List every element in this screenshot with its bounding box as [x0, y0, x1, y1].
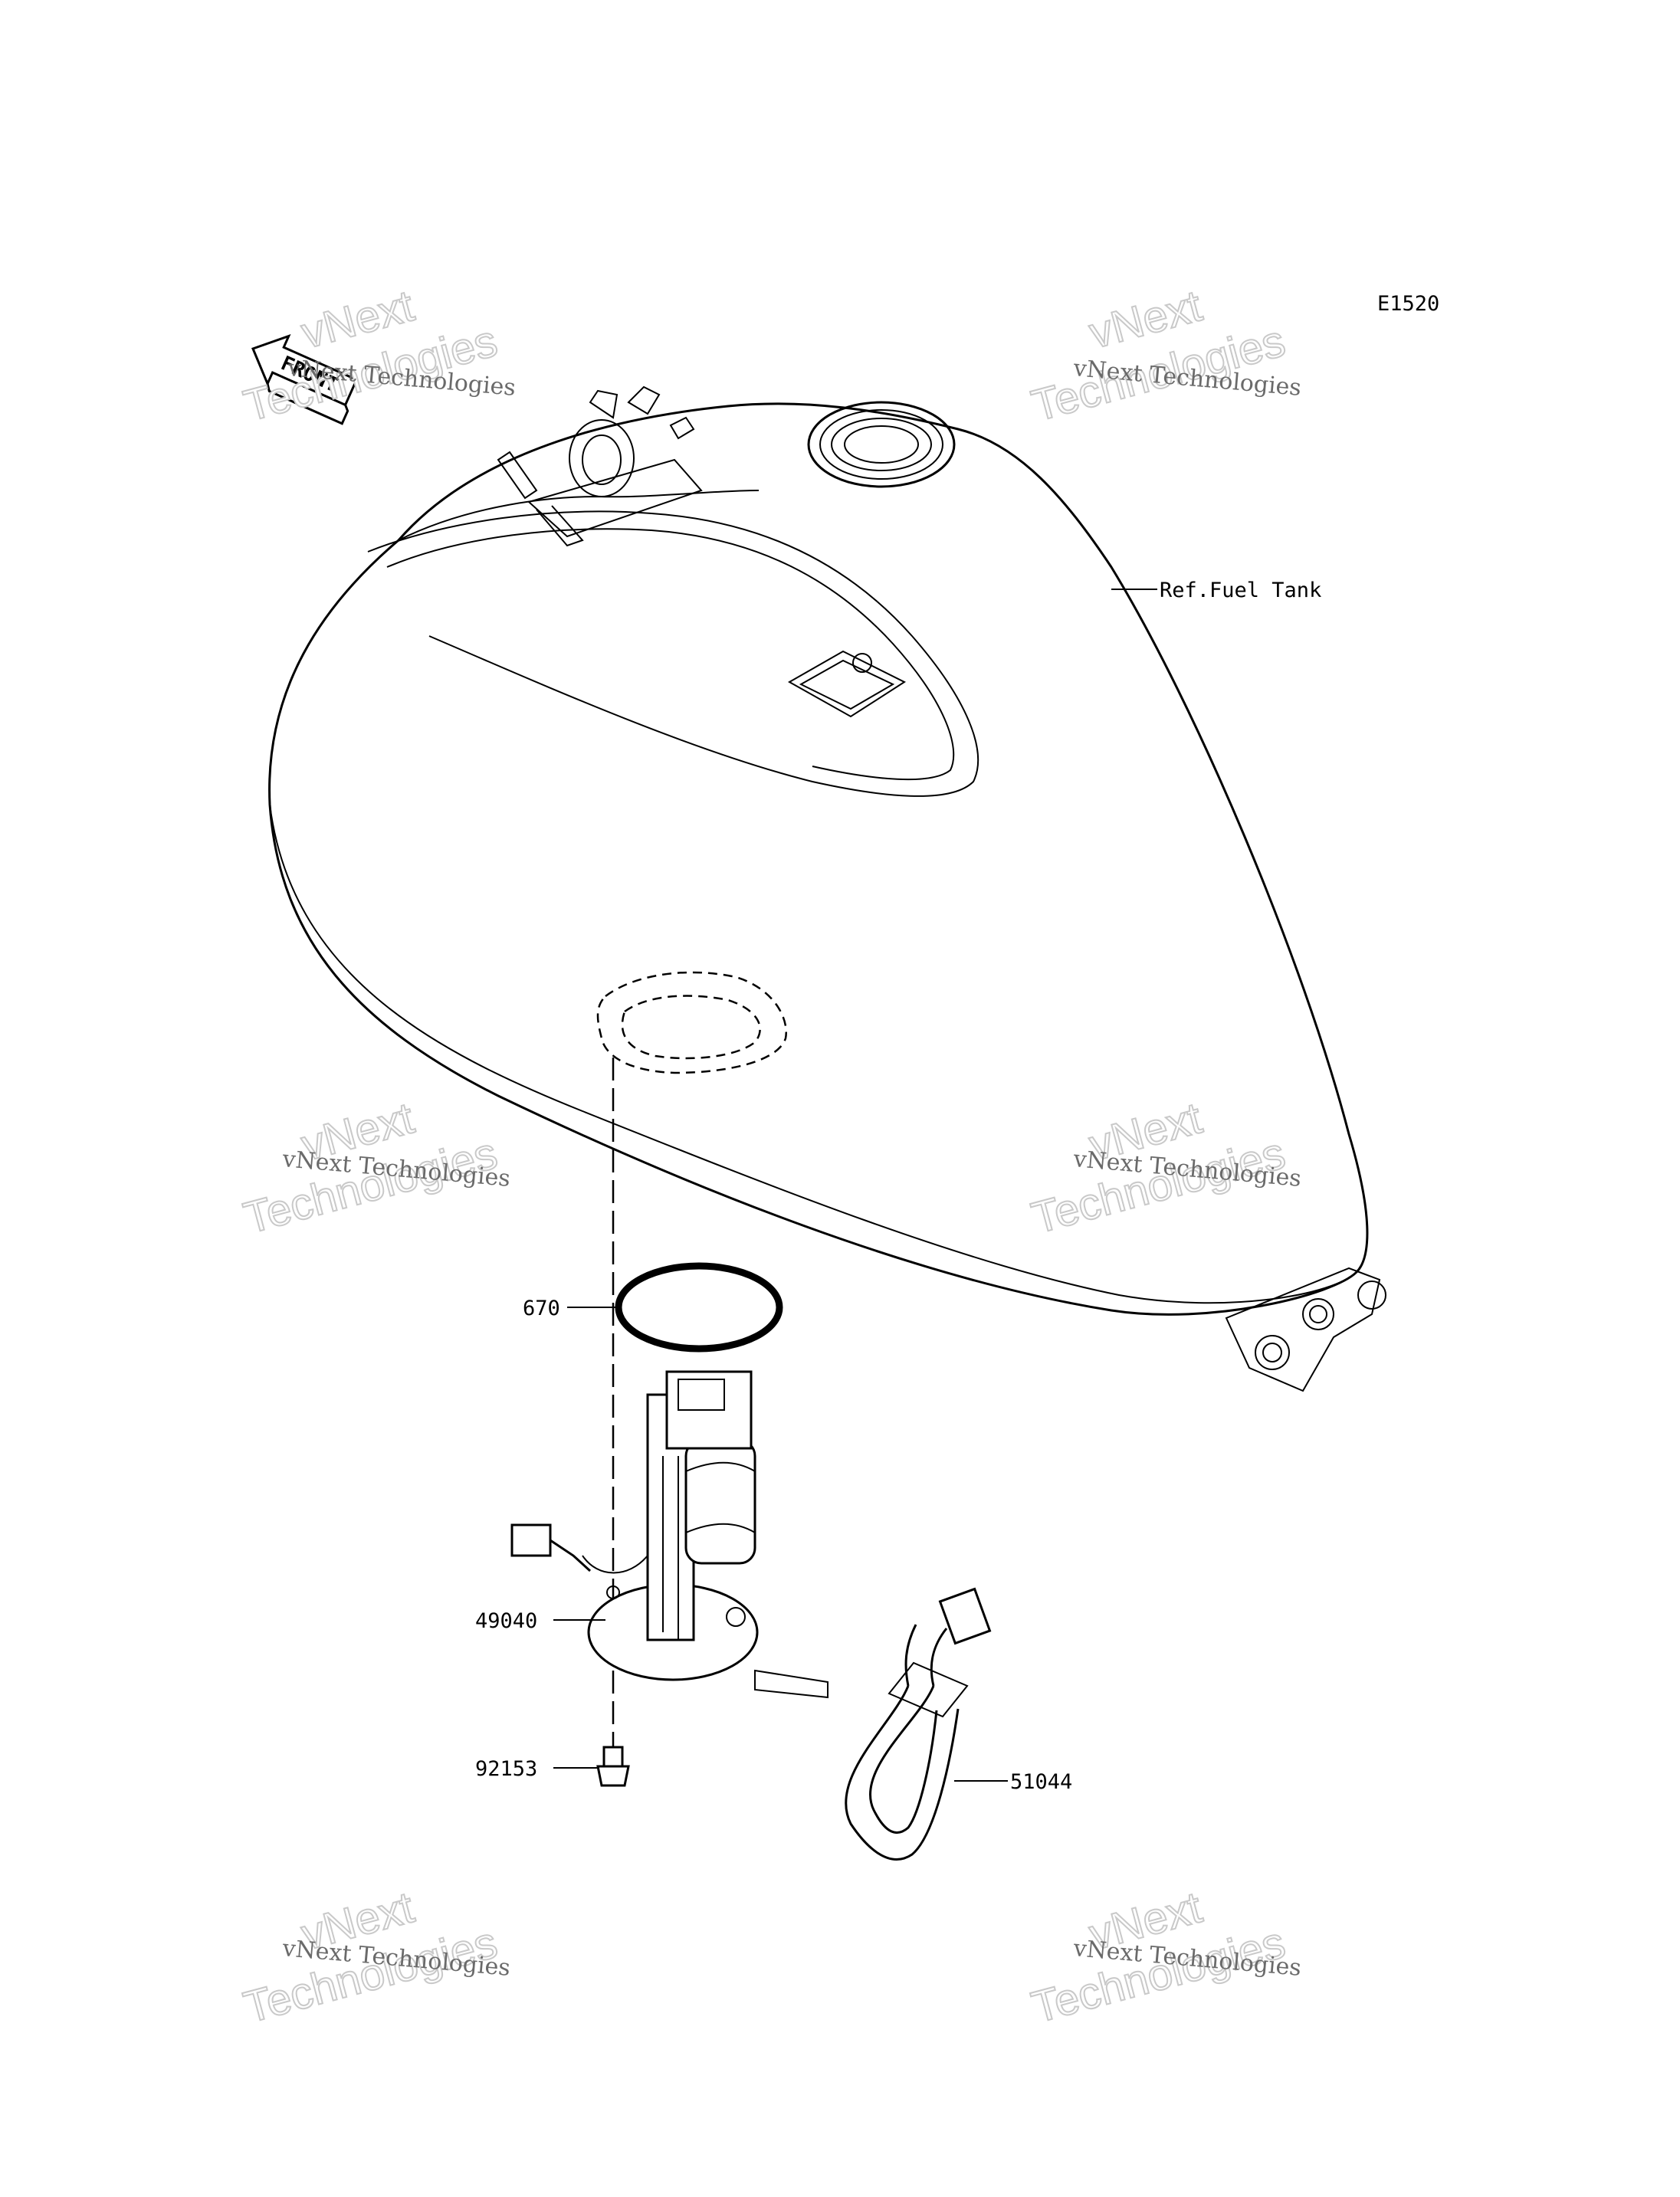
fuel-tank: [268, 385, 1386, 1392]
o-ring: [615, 1262, 783, 1353]
watermark-middle-left: vNext Technologies vNext Technologies: [238, 1092, 512, 1244]
part-number-92153: 92153: [475, 1757, 537, 1781]
diagram-code: E1520: [1377, 292, 1439, 316]
watermark-bottom-right: vNext Technologies vNext Technologies: [1026, 1881, 1303, 2033]
bolt: [596, 1746, 630, 1787]
part-number-51044: 51044: [1010, 1770, 1072, 1794]
ref-fuel-tank-label: Ref.Fuel Tank: [1160, 579, 1321, 602]
fuel-pump-assembly: [510, 1370, 829, 1699]
watermark-top-right: vNext Technologies vNext Technologies: [1026, 280, 1303, 431]
fuel-hose: [845, 1587, 992, 1861]
part-number-670: 670: [523, 1297, 560, 1320]
watermark-bottom-left: vNext Technologies vNext Technologies: [238, 1881, 512, 2033]
part-number-49040: 49040: [475, 1609, 537, 1633]
watermark-middle-right: vNext Technologies vNext Technologies: [1026, 1092, 1303, 1244]
